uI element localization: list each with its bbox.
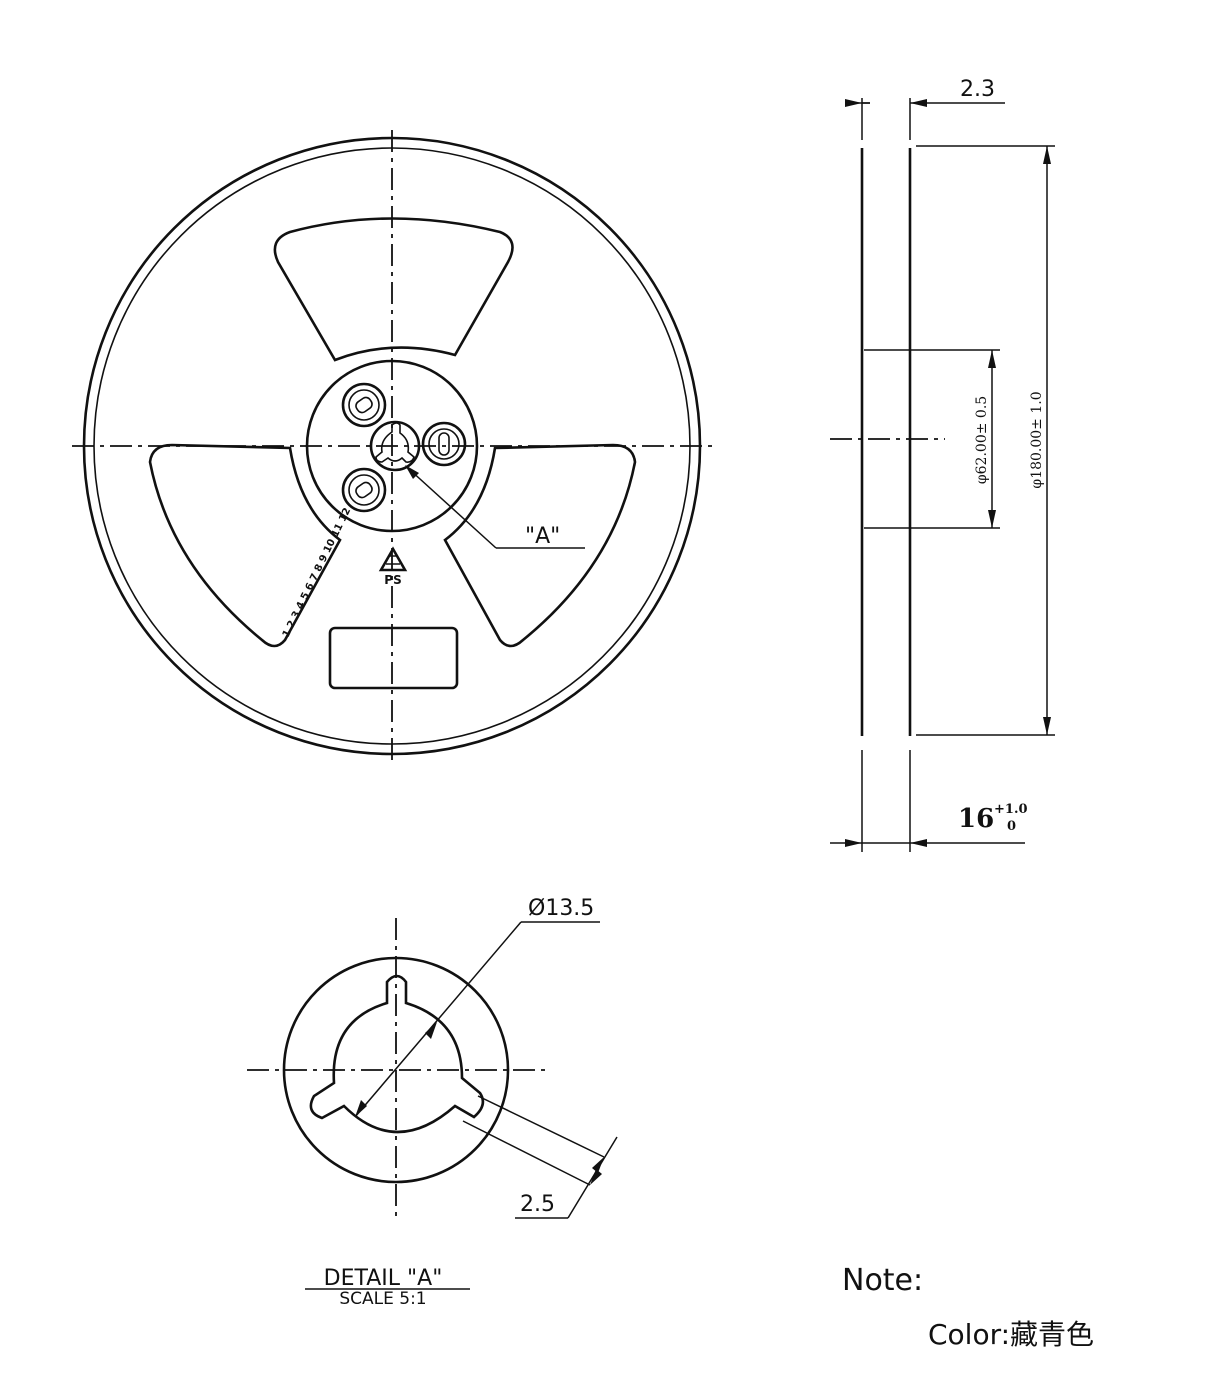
spoke-scale-text: 1 2 3 4 5 6 7 8 9 10 11 12 xyxy=(281,506,353,639)
note-block: Note: Color:藏青色 xyxy=(842,1263,1094,1351)
screw-bottom-left xyxy=(341,467,387,513)
screw-right xyxy=(421,421,467,467)
reel-diameter-label: φ180.00± 1.0 xyxy=(1029,391,1045,488)
label-area xyxy=(328,626,459,690)
width-tol-lower: 0 xyxy=(1007,819,1016,834)
width-nominal-label: 16 xyxy=(958,804,994,834)
screw-top-left xyxy=(341,382,387,428)
window-left xyxy=(148,443,342,648)
slot-width-label: 2.5 xyxy=(520,1192,555,1217)
hub-diameter-label: φ62.00± 0.5 xyxy=(974,396,990,484)
detail-scale: SCALE 5:1 xyxy=(339,1289,426,1309)
detail-title: DETAIL "A" xyxy=(324,1266,443,1291)
detail-diameter-leader xyxy=(354,921,522,1118)
front-view: PS 1 2 3 4 5 6 7 8 9 10 11 12 "A" xyxy=(72,130,712,760)
detail-keyed-hole xyxy=(309,974,485,1134)
note-label: Note: xyxy=(842,1263,923,1298)
detail-a: Ø13.5 2.5 DETAIL "A" SCALE 5:1 xyxy=(247,896,618,1309)
detail-marker: "A" xyxy=(525,524,560,549)
material-mark: PS xyxy=(384,573,401,587)
flange-thickness-label: 2.3 xyxy=(960,77,995,102)
side-view: 2.3 φ180.00± 1.0 φ62.00± 0.5 16 +1.0 0 xyxy=(830,77,1055,852)
recycle-icon xyxy=(378,546,408,572)
width-tol-upper: +1.0 xyxy=(994,802,1028,817)
slot-width-dim-line xyxy=(567,1136,618,1219)
note-color: Color:藏青色 xyxy=(928,1318,1094,1351)
window-top xyxy=(273,217,514,362)
detail-diameter-label: Ø13.5 xyxy=(528,896,594,921)
window-right xyxy=(443,443,637,648)
detail-leader xyxy=(408,468,497,549)
